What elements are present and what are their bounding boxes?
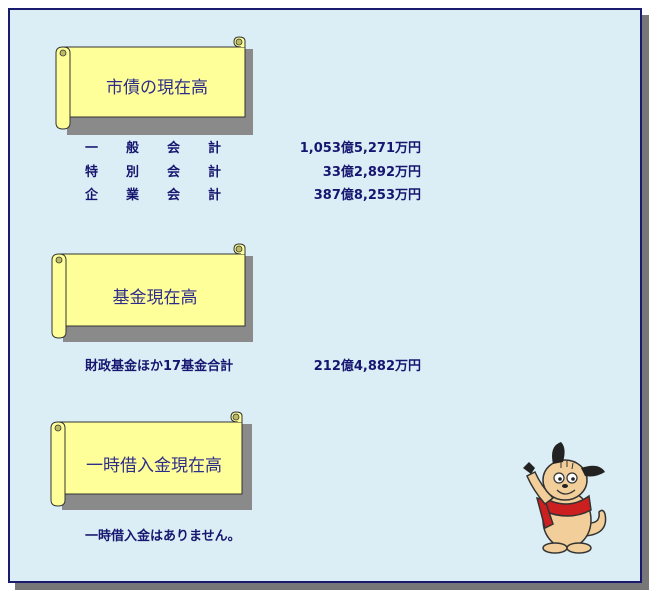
row-label: 企業会計 [85, 188, 250, 203]
table-row: 企業会計 387億8,253万円 [85, 186, 421, 206]
temporary-loans-section-title: 一時借入金現在高 [86, 455, 222, 476]
temporary-loans-heading-scroll: 一時借入金現在高 [48, 410, 252, 510]
funds-section-title: 基金現在高 [112, 287, 198, 308]
scroll-banner-icon [51, 243, 253, 342]
table-row: 特別会計 33億2,892万円 [85, 163, 421, 183]
table-row: 一般会計 1,053億5,271万円 [85, 139, 421, 159]
row-value: 33億2,892万円 [322, 165, 421, 180]
row-value: 212億4,882万円 [313, 359, 421, 374]
row-label: 財政基金ほか17基金合計 [85, 359, 234, 374]
bonds-section-title: 市債の現在高 [106, 77, 208, 98]
scroll-banner-icon [55, 36, 253, 135]
row-value: 387億8,253万円 [313, 188, 421, 203]
row-label: 特別会計 [85, 165, 250, 180]
row-value: 1,053億5,271万円 [299, 141, 421, 156]
table-row: 財政基金ほか17基金合計 212億4,882万円 [85, 357, 421, 377]
mascot-character-icon [515, 438, 615, 560]
funds-heading-scroll: 基金現在高 [49, 242, 253, 342]
row-label: 一般会計 [85, 141, 250, 156]
bonds-heading-scroll: 市債の現在高 [53, 35, 253, 135]
temporary-loans-note: 一時借入金はありません。 [85, 529, 241, 544]
scroll-banner-icon [50, 411, 252, 510]
